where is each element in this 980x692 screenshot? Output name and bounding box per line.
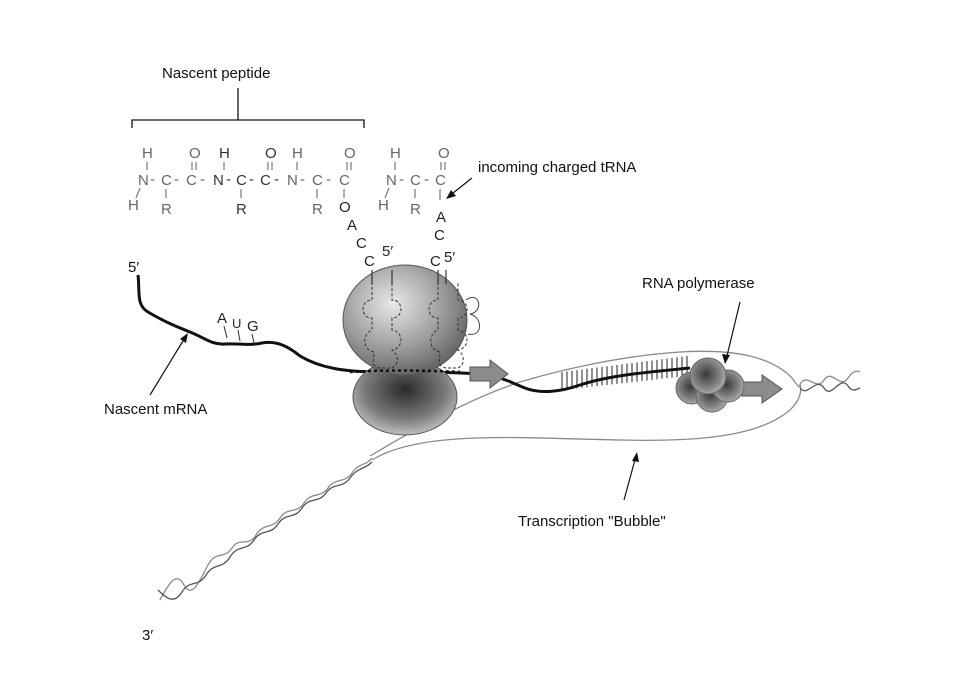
atom-c-3: C — [236, 172, 247, 189]
bond-dash-3: - — [200, 171, 205, 188]
atom-c-2: C — [186, 172, 197, 189]
trna-1-acceptor: O A C C 5′ — [339, 199, 393, 270]
atom-h-1: H — [142, 145, 153, 162]
atom-h-4: H — [390, 145, 401, 162]
ribosome — [342, 264, 480, 436]
bond-dash-8: - — [326, 171, 331, 188]
atom-n-3: N — [287, 172, 298, 189]
pointer-lines — [149, 177, 741, 501]
bond-dash-5: - — [249, 171, 254, 188]
ribosome-large-subunit — [342, 264, 468, 376]
rna-dna-hybrid — [561, 356, 688, 390]
dna-strand-right-a — [799, 370, 861, 385]
trna1-five-prime: 5′ — [382, 243, 393, 260]
nascent-peptide-label: Nascent peptide — [162, 65, 270, 82]
atom-r-1: R — [161, 201, 172, 218]
bond-dash-7: - — [300, 171, 305, 188]
aug-codon: A U G — [217, 310, 259, 344]
trna-1-body — [362, 282, 402, 369]
trna1-base-0: O — [339, 199, 351, 216]
dna-strand-b — [157, 461, 373, 600]
transcription-bubble-label: Transcription "Bubble" — [518, 513, 666, 530]
atom-h-3: H — [292, 145, 303, 162]
atom-h-2: H — [219, 145, 230, 162]
codon-u: U — [232, 316, 241, 331]
bond-dash-10: - — [424, 171, 429, 188]
atom-o-2: O — [265, 145, 277, 162]
dna-helix — [157, 350, 861, 601]
bond-dash-2: - — [174, 171, 179, 188]
atom-c-7: C — [410, 172, 421, 189]
atom-c-1: C — [161, 172, 172, 189]
rna-polymerase — [675, 357, 745, 413]
atom-o-1: O — [189, 145, 201, 162]
incoming-trna-label: incoming charged tRNA — [478, 159, 636, 176]
atom-c-6: C — [339, 172, 350, 189]
codon-a: A — [217, 310, 227, 327]
trna2-base-0: A — [436, 209, 446, 226]
peptide-structure: H O H O H O H O N - C - C - N - C - C - … — [128, 145, 450, 218]
trna2-base-2: C — [430, 253, 441, 270]
atom-n-1: N — [138, 172, 149, 189]
mrna-five-prime-label: 5′ — [128, 259, 139, 276]
trna1-base-2: C — [356, 235, 367, 252]
dna-strand-a — [159, 457, 373, 601]
trna2-base-1: C — [434, 227, 445, 244]
nascent-mrna-strand — [136, 274, 691, 394]
ribosome-direction-arrow — [469, 358, 509, 390]
dna-three-prime-label: 3′ — [142, 627, 153, 644]
bond-dash-4: - — [226, 171, 231, 188]
atom-h-5: H — [128, 197, 139, 214]
atom-o-3: O — [344, 145, 356, 162]
atom-r-4: R — [410, 201, 421, 218]
bond-dash-6: - — [274, 171, 279, 188]
bond-dash-9: - — [399, 171, 404, 188]
codon-g: G — [247, 318, 259, 335]
atom-c-5: C — [312, 172, 323, 189]
bubble-lower-strand — [371, 383, 802, 461]
peptide-bracket — [131, 88, 365, 128]
rna-polymerase-label: RNA polymerase — [642, 275, 755, 292]
trna-2-acceptor: A C C 5′ — [430, 209, 455, 270]
atom-h-6: H — [378, 197, 389, 214]
polymerase-direction-arrow — [741, 374, 783, 404]
atom-n-2: N — [213, 172, 224, 189]
atom-o-4: O — [438, 145, 450, 162]
atom-r-3: R — [312, 201, 323, 218]
trna2-five-prime: 5′ — [444, 249, 455, 266]
bubble-upper-strand — [369, 350, 801, 457]
atom-c-4: C — [260, 172, 271, 189]
bond-dash-1: - — [150, 171, 155, 188]
trna1-base-3: C — [364, 253, 375, 270]
dna-strand-right-b — [799, 382, 861, 392]
trna1-base-1: A — [347, 217, 357, 234]
nascent-mrna-label: Nascent mRNA — [104, 401, 207, 418]
atom-n-4: N — [386, 172, 397, 189]
trna-2-body — [428, 282, 468, 369]
atom-r-2: R — [236, 201, 247, 218]
atom-c-8: C — [435, 172, 446, 189]
